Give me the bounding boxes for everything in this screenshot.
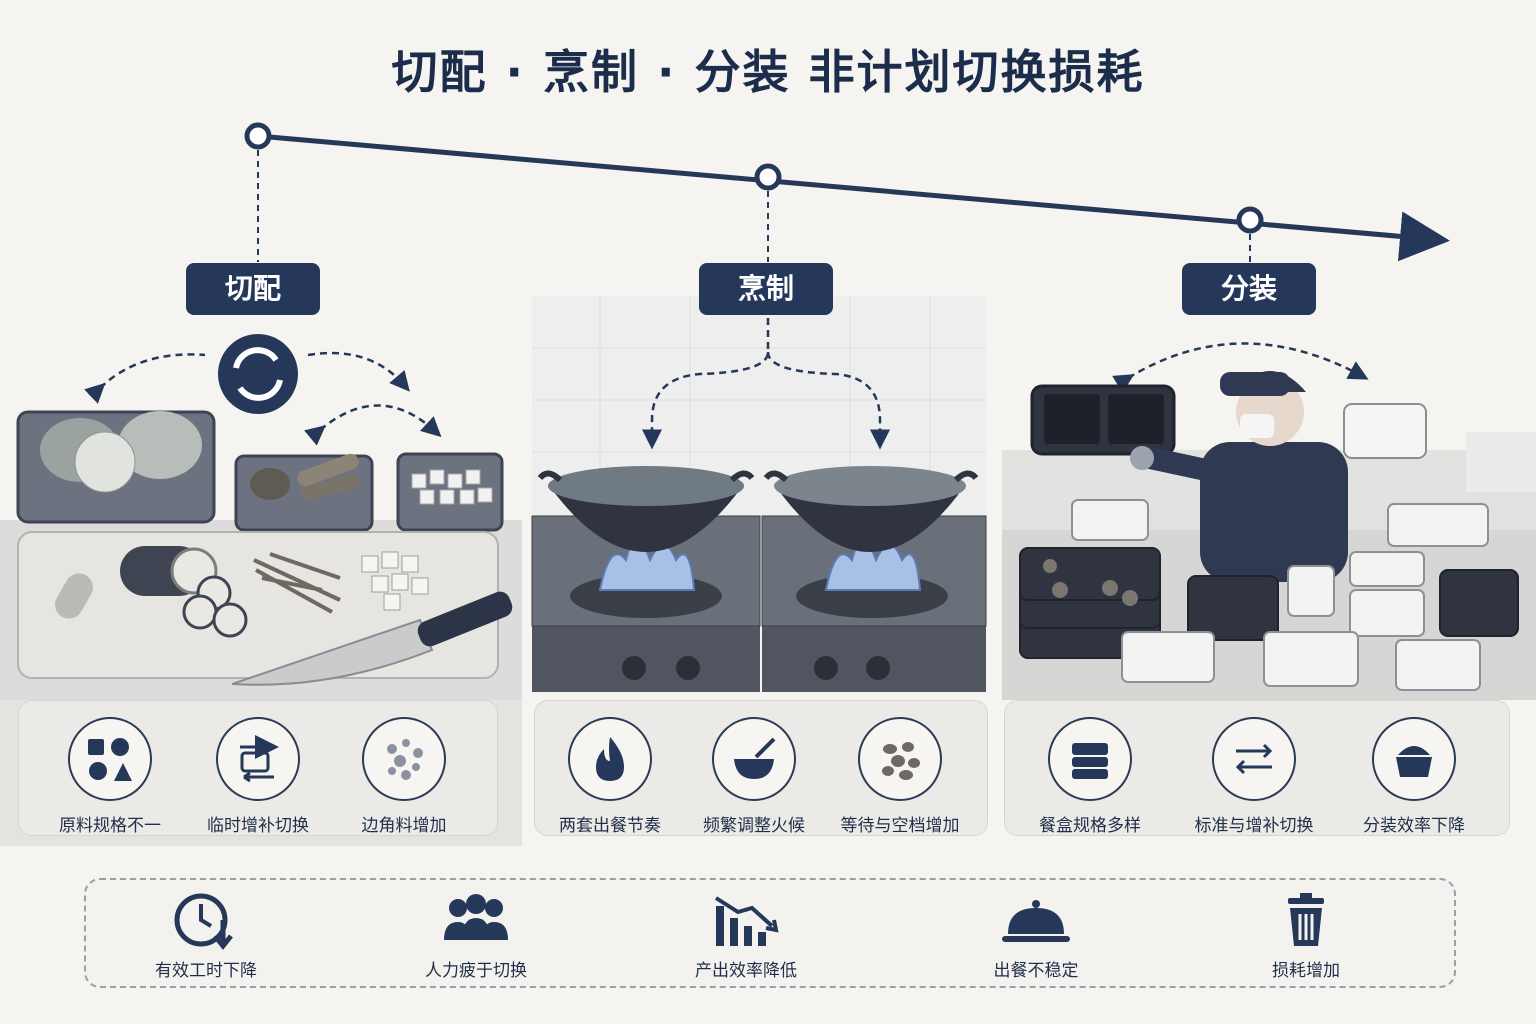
consequence-item: 人力疲于切换 [386,890,566,981]
consequence-label: 有效工时下降 [155,961,257,981]
consequence-item: 损耗增加 [1216,890,1396,981]
issue-label: 临时增补切换 [207,816,309,836]
refresh-icon [218,334,298,414]
people-icon [386,890,566,952]
issue-label: 边角料增加 [361,816,447,836]
issue-label: 两套出餐节奏 [559,816,661,836]
timeline-line [244,122,1450,262]
stage-tag-cooking: 烹制 [699,263,833,315]
issue-item: 两套出餐节奏 [535,717,685,836]
timeline-node-2 [754,163,782,191]
consequence-item: 产出效率降低 [656,890,836,981]
issue-label: 原料规格不一 [59,816,161,836]
issue-item: 原料规格不一 [35,717,185,836]
issue-item: 频繁调整火候 [679,717,829,836]
shapes-icon [68,717,152,801]
issue-item: 分装效率下降 [1339,717,1489,836]
meal-box-stack-icon [1048,717,1132,801]
packing-scene [1002,342,1536,700]
ingredients-icon [858,717,942,801]
issue-label: 分装效率下降 [1363,816,1465,836]
issue-label: 标准与增补切换 [1194,816,1314,836]
issue-item: 临时增补切换 [183,717,333,836]
issue-item: 餐盒规格多样 [1015,717,1165,836]
consequence-label: 损耗增加 [1272,961,1340,981]
timeline-node-1 [244,122,272,150]
stage-panel-packing: 餐盒规格多样 标准与增补切换 分装效率下降 [1004,700,1510,836]
timeline-node-3 [1236,206,1264,234]
page-title: 切配 · 烹制 · 分装 非计划切换损耗 [391,45,1145,99]
issue-item: 标准与增补切换 [1179,717,1329,836]
consequence-item: 出餐不稳定 [946,890,1126,981]
stage-tag-packing: 分装 [1182,263,1316,315]
clock-down-icon [116,890,296,952]
stage-tag-prep: 切配 [186,263,320,315]
consequence-label: 出餐不稳定 [993,961,1079,981]
issue-item: 边角料增加 [329,717,479,836]
flame-icon [568,717,652,801]
issue-label: 频繁调整火候 [703,816,805,836]
container-swap-icon [216,717,300,801]
consequence-chain: 有效工时下降 人力疲于切换 产出效率降低 出餐不稳定 损耗增加 [84,878,1456,988]
consequence-label: 产出效率降低 [695,961,797,981]
scraps-icon [362,717,446,801]
takeout-box-icon [1372,717,1456,801]
stage-panel-prep: 原料规格不一 临时增补切换 边角料增加 [18,700,498,836]
consequence-item: 有效工时下降 [116,890,296,981]
issue-label: 餐盒规格多样 [1039,816,1141,836]
swap-arrows-icon [1212,717,1296,801]
consequence-label: 人力疲于切换 [425,961,527,981]
mixing-bowl-icon [712,717,796,801]
issue-item: 等待与空档增加 [825,717,975,836]
stage-panel-cooking: 两套出餐节奏 频繁调整火候 等待与空档增加 [534,700,988,836]
declining-bars-icon [656,890,836,952]
issue-label: 等待与空档增加 [840,816,960,836]
cooking-scene [531,296,987,692]
cloche-icon [946,890,1126,952]
trash-icon [1216,890,1396,952]
